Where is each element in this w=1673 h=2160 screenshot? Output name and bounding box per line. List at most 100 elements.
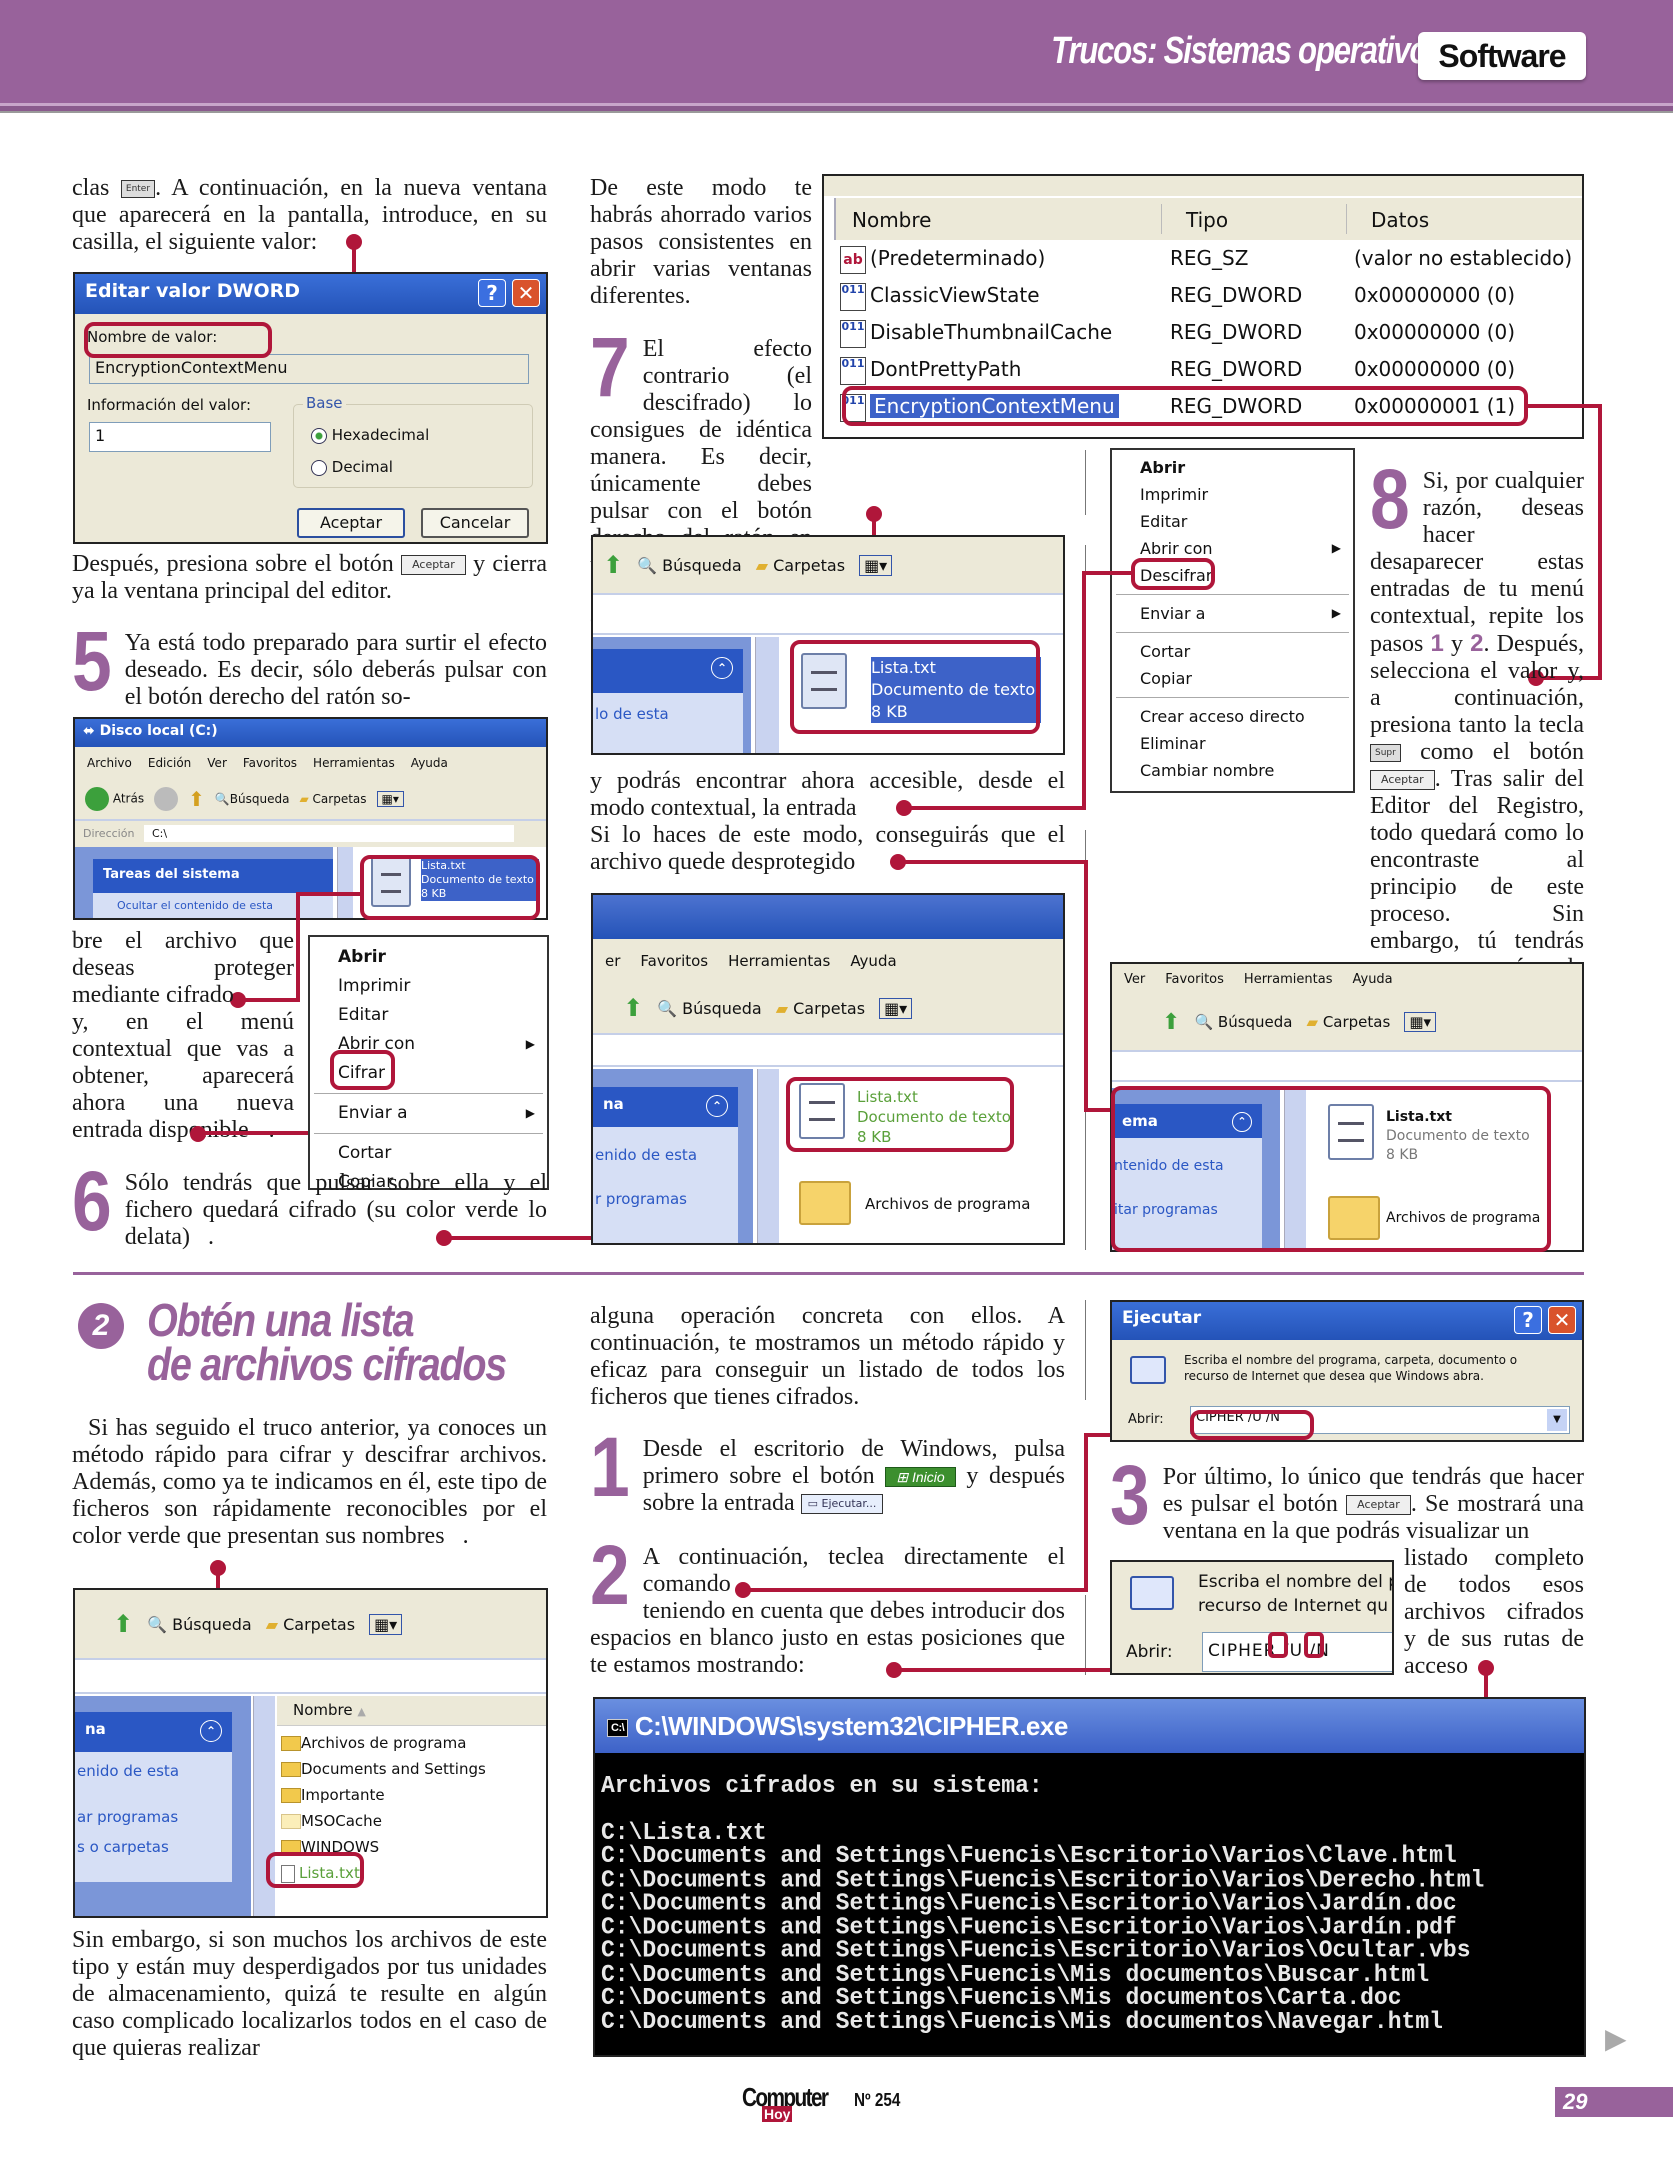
collapse-icon[interactable]: ⌃ [1232, 1112, 1252, 1132]
tasks-link[interactable]: Ocultar el contenido de esta [93, 893, 333, 918]
search-button[interactable]: 🔍 Búsqueda [147, 1614, 252, 1634]
menu-item-imprimir[interactable]: Imprimir [338, 976, 411, 996]
list-item-folder[interactable]: Archivos de programa [281, 1730, 486, 1756]
list-item-folder[interactable]: Documents and Settings [281, 1756, 486, 1782]
registry-row[interactable]: ab(Predeterminado) [840, 240, 1045, 276]
folders-button[interactable]: ▰ Carpetas [265, 1614, 356, 1634]
menu-item-copiar[interactable]: Copiar [1140, 669, 1192, 688]
menu-item-eliminar[interactable]: Eliminar [1140, 734, 1206, 753]
value-name-field[interactable]: EncryptionContextMenu [89, 354, 529, 384]
menu-herramientas[interactable]: Herramientas [1243, 971, 1333, 987]
tasks-link[interactable]: ar programas [77, 1808, 179, 1826]
back-button[interactable]: Atrás [85, 787, 144, 811]
menu-item-abrir-con[interactable]: Abrir con▶ [1112, 535, 1353, 562]
menu-favoritos[interactable]: Favoritos [242, 756, 298, 770]
file-item-lista-decrypted[interactable]: Lista.txt Documento de texto 8 KB [1322, 1100, 1562, 1180]
tasks-link[interactable]: s o carpetas [77, 1838, 169, 1856]
collapse-icon[interactable]: ⌃ [200, 1720, 222, 1742]
menu-item-copiar[interactable]: Copiar [338, 1172, 394, 1190]
folders-button[interactable]: ▰ Carpetas [755, 555, 846, 575]
menu-archivo[interactable]: Archivo [87, 756, 132, 770]
menu-favoritos[interactable]: Favoritos [640, 952, 709, 970]
file-item-lista-encrypted[interactable]: Lista.txt Documento de texto 8 KB [793, 1079, 1013, 1159]
views-button[interactable]: ▦▾ [376, 791, 404, 807]
menu-ayuda[interactable]: Ayuda [410, 756, 448, 770]
tasks-link[interactable]: r programas [595, 1190, 687, 1208]
dropdown-chevron-icon[interactable]: ▼ [1547, 1409, 1567, 1431]
tasks-link[interactable]: lo de esta [593, 693, 743, 753]
help-button[interactable]: ? [1514, 1306, 1542, 1334]
views-button[interactable]: ▦▾ [859, 554, 893, 576]
menu-item-cifrar[interactable]: Cifrar [338, 1063, 385, 1083]
cancel-button[interactable]: Cancelar [421, 508, 529, 538]
up-folder-icon[interactable]: ⬆ [1162, 1009, 1181, 1035]
menu-item-enviar-a[interactable]: Enviar a▶ [1112, 600, 1353, 627]
views-button[interactable]: ▦▾ [879, 997, 913, 1019]
menu-edicion[interactable]: Edición [147, 756, 192, 770]
radio-hexadecimal[interactable]: Hexadecimal [311, 426, 429, 444]
menu-item-cambiar-nombre[interactable]: Cambiar nombre [1140, 761, 1275, 780]
list-item-encrypted-file[interactable]: Lista.txt [281, 1860, 486, 1886]
tasks-link[interactable]: enido de esta [77, 1762, 180, 1780]
scrollbar[interactable] [337, 847, 353, 918]
menu-herramientas[interactable]: Herramientas [313, 756, 395, 770]
list-item-folder[interactable]: Importante [281, 1782, 486, 1808]
menu-item-abrir[interactable]: Abrir [1140, 458, 1186, 477]
folder-item-archivos-de-programa[interactable]: Archivos de programa [1322, 1190, 1582, 1250]
up-folder-icon[interactable]: ⬆ [603, 551, 624, 579]
collapse-icon[interactable]: ⌃ [711, 657, 733, 679]
tasks-link[interactable]: itar programas [1114, 1202, 1218, 1218]
radio-decimal[interactable]: Decimal [311, 458, 393, 476]
menu-ver[interactable]: Ver [1124, 971, 1146, 987]
list-item-folder[interactable]: MSOCache [281, 1808, 486, 1834]
menu-herramientas[interactable]: Herramientas [728, 952, 831, 970]
menu-item-cortar[interactable]: Cortar [1140, 642, 1191, 661]
menu-ver[interactable]: er [605, 952, 621, 970]
menu-item-editar[interactable]: Editar [338, 1005, 389, 1025]
menu-item-abrir-con[interactable]: Abrir con▶ [310, 1030, 547, 1059]
menu-item-crear-acceso-directo[interactable]: Crear acceso directo [1140, 707, 1305, 726]
menu-item-enviar-a[interactable]: Enviar a▶ [310, 1099, 547, 1128]
search-button[interactable]: 🔍 Búsqueda [657, 998, 762, 1018]
menu-ayuda[interactable]: Ayuda [850, 952, 897, 970]
folder-item-archivos-de-programa[interactable]: Archivos de programa [793, 1175, 1053, 1235]
folders-button[interactable]: ▰ Carpetas [1306, 1013, 1391, 1031]
scrollbar[interactable] [1284, 1088, 1306, 1250]
up-folder-icon[interactable]: ⬆ [623, 994, 644, 1022]
open-field[interactable]: CIPHER /U /N [1202, 1632, 1392, 1672]
file-item-lista[interactable]: Lista.txt Documento de texto 8 KB [793, 645, 1051, 737]
ok-button[interactable]: Aceptar [297, 508, 405, 538]
collapse-icon[interactable]: ⌃ [706, 1095, 728, 1117]
address-field[interactable]: C:\ [143, 825, 514, 842]
views-button[interactable]: ▦▾ [369, 1613, 403, 1635]
value-data-field[interactable]: 1 [89, 422, 271, 452]
up-folder-icon[interactable]: ⬆ [113, 1610, 134, 1638]
file-item-lista[interactable]: Lista.txt Documento de texto 8 KB [365, 853, 543, 913]
close-button[interactable]: ✕ [512, 279, 540, 307]
search-button[interactable]: 🔍 Búsqueda [1194, 1013, 1293, 1031]
column-header-nombre[interactable]: Nombre ▲ [277, 1696, 546, 1726]
forward-arrow-icon[interactable] [154, 787, 179, 811]
folders-button[interactable]: ▰ Carpetas [299, 792, 367, 806]
next-page-arrow-icon[interactable]: ▶ [1605, 2022, 1627, 2055]
search-button[interactable]: 🔍 Búsqueda [637, 555, 742, 575]
scrollbar[interactable] [757, 1069, 779, 1243]
up-folder-icon[interactable]: ⬆ [188, 787, 205, 811]
help-button[interactable]: ? [478, 279, 506, 307]
column-header-datos[interactable]: Datos [1371, 208, 1430, 232]
views-button[interactable]: ▦▾ [1404, 1012, 1437, 1032]
scrollbar[interactable] [755, 637, 779, 753]
menu-item-imprimir[interactable]: Imprimir [1140, 485, 1209, 504]
search-button[interactable]: 🔍Búsqueda [214, 792, 290, 806]
tasks-link[interactable]: enido de esta [595, 1146, 698, 1164]
menu-ver[interactable]: Ver [207, 756, 227, 770]
folders-button[interactable]: ▰ Carpetas [775, 998, 866, 1018]
menu-item-editar[interactable]: Editar [1140, 512, 1188, 531]
close-button[interactable]: ✕ [1548, 1306, 1576, 1334]
menu-favoritos[interactable]: Favoritos [1165, 971, 1224, 987]
column-header-tipo[interactable]: Tipo [1186, 208, 1229, 232]
tasks-link[interactable]: ntenido de esta [1114, 1158, 1224, 1174]
